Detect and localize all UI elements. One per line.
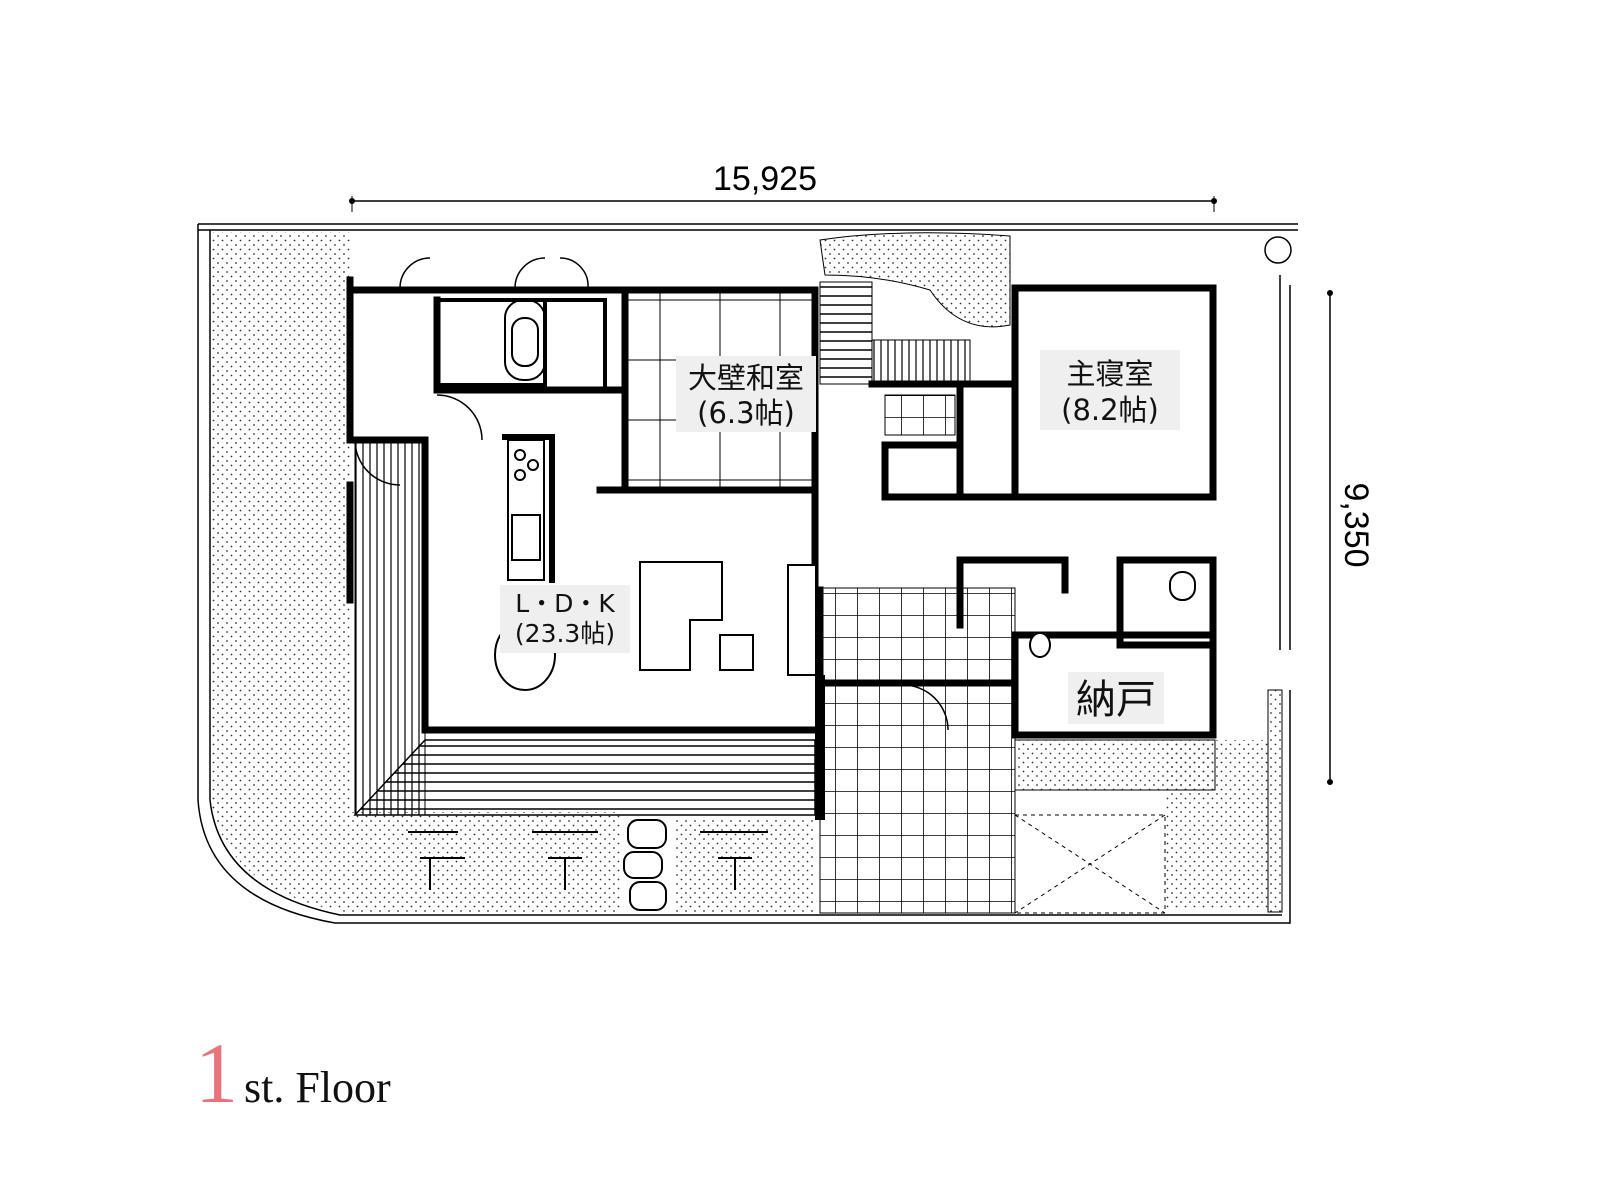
depth-label: 9,350 [1337, 482, 1375, 567]
toilets [1029, 571, 1196, 658]
floor-title-text: st. Floor [244, 1063, 391, 1112]
stair-2 [871, 339, 971, 385]
width-dimension: 15,925 [349, 160, 1217, 212]
garden-dotted [212, 232, 1283, 913]
room-label-storage: 納戸 [1068, 672, 1164, 724]
approach [1014, 739, 1216, 791]
room-label-japanese-room: 大壁和室 (6.3帖) [676, 356, 816, 432]
bathtub [504, 299, 546, 381]
stair [819, 281, 873, 385]
japanese-room-name: 大壁和室 [688, 361, 804, 395]
master-bedroom-name: 主寝室 [1066, 357, 1153, 391]
storage-name: 納戸 [1076, 677, 1156, 723]
room-label-ldk: L・D・K (23.3帖) [500, 585, 630, 653]
outdoor-lights [408, 831, 768, 890]
parking-area [1014, 814, 1166, 914]
stepping-stones [623, 819, 667, 911]
site-boundary [197, 223, 1298, 924]
door-swings [354, 257, 949, 731]
master-bedroom-size: (8.2帖) [1061, 393, 1159, 427]
depth-dimension: 9,350 [1327, 290, 1375, 785]
entrance-tile [819, 587, 1016, 914]
width-label: 15,925 [713, 160, 817, 198]
side-deck [354, 439, 426, 816]
walls [346, 276, 1217, 820]
japanese-room-size: (6.3帖) [697, 396, 795, 430]
ldk-size: (23.3帖) [515, 619, 615, 648]
room-label-master-bedroom: 主寝室 (8.2帖) [1040, 350, 1180, 430]
ldk-name: L・D・K [515, 589, 615, 618]
floor-number: 1 [195, 1025, 238, 1121]
stair-3 [884, 394, 956, 436]
kitchen-counter [507, 439, 545, 581]
